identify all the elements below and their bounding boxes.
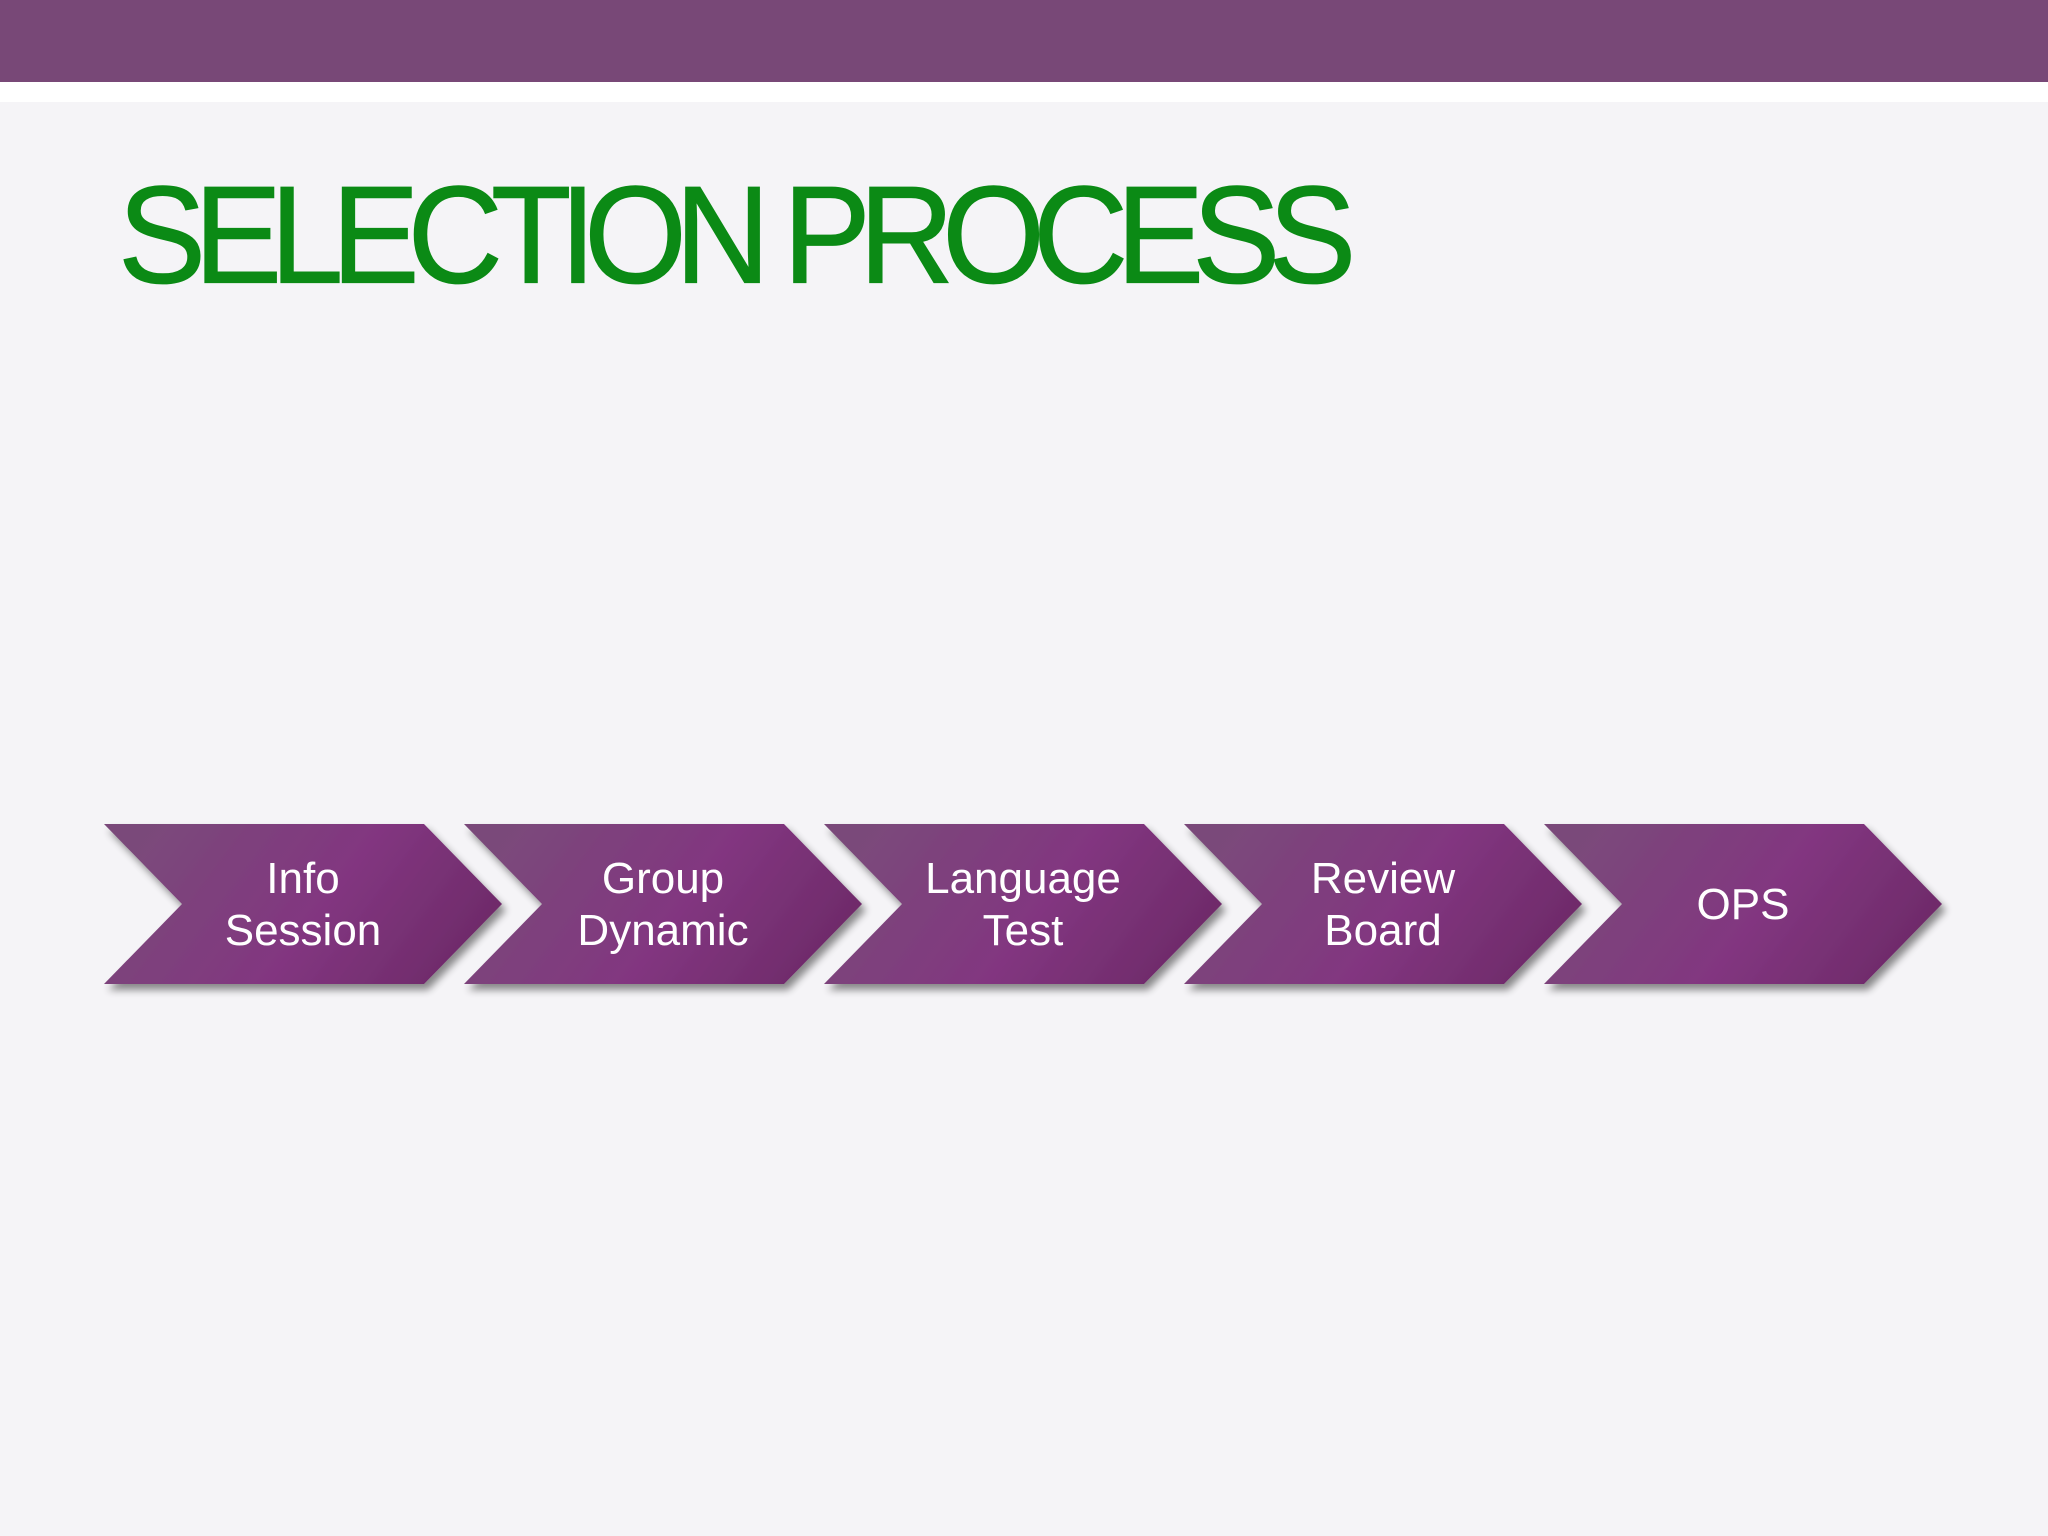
chevron-shape	[1184, 824, 1582, 984]
banner-divider	[0, 82, 2048, 102]
step-label-line: Info	[266, 854, 339, 903]
step-label-line: Test	[983, 906, 1064, 955]
chevron-shape	[104, 824, 502, 984]
slide-title: SELECTION PROCESS	[117, 157, 1356, 312]
chevron-shape	[824, 824, 1222, 984]
step-label-line: OPS	[1697, 880, 1790, 929]
step-label-line: Review	[1311, 854, 1455, 903]
step-label-line: Session	[225, 906, 382, 955]
step-label-line: Group	[602, 854, 724, 903]
step-label-line: Board	[1324, 906, 1441, 955]
step-label-line: Language	[925, 854, 1121, 903]
process-step-5: OPS	[1544, 824, 1942, 984]
top-banner	[0, 0, 2048, 82]
chevron-shape	[464, 824, 862, 984]
step-label-line: Dynamic	[577, 906, 748, 955]
chevron-shape	[1544, 824, 1942, 984]
